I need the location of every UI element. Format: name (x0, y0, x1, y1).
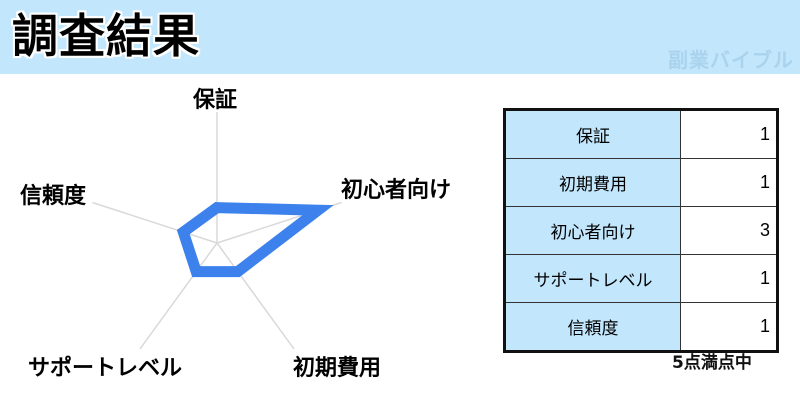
table-row: サポートレベル 1 (504, 254, 778, 303)
table-row: 初心者向け 3 (504, 206, 778, 255)
row-label: サポートレベル (504, 254, 681, 303)
axis-label-support: サポートレベル (28, 356, 183, 381)
row-value: 3 (680, 206, 778, 255)
score-table: 保証 1 初期費用 1 初心者向け 3 サポートレベル 1 信頼度 1 (503, 108, 779, 353)
radar-spoke (139, 242, 218, 350)
row-value: 1 (680, 254, 778, 303)
radar-chart-svg (92, 112, 342, 350)
row-label: 信頼度 (504, 302, 681, 352)
radar-spoke (92, 201, 218, 244)
table-row: 保証 1 (504, 109, 778, 159)
row-label: 保証 (504, 109, 681, 159)
axis-label-shoshinsha: 初心者向け (341, 178, 452, 203)
table-row: 初期費用 1 (504, 158, 778, 207)
watermark: 副業バイブル (668, 48, 794, 72)
score-note: 5点満点中 (672, 353, 752, 373)
radar-series-polygon (176, 202, 334, 278)
row-label: 初心者向け (504, 206, 681, 255)
radar-spoke (216, 242, 295, 350)
table-row: 信頼度 1 (504, 302, 778, 352)
axis-label-shinraido: 信頼度 (20, 184, 87, 209)
radar-chart: 保証 初心者向け 初期費用 サポートレベル 信頼度 (0, 74, 490, 400)
page-title: 調査結果 (12, 9, 200, 63)
row-value: 1 (680, 158, 778, 207)
header-banner: 調査結果 副業バイブル (0, 0, 800, 74)
row-label: 初期費用 (504, 158, 681, 207)
axis-label-hosho: 保証 (193, 88, 238, 113)
row-value: 1 (680, 109, 778, 159)
axis-label-shoki-hiyo: 初期費用 (293, 356, 382, 381)
row-value: 1 (680, 302, 778, 352)
